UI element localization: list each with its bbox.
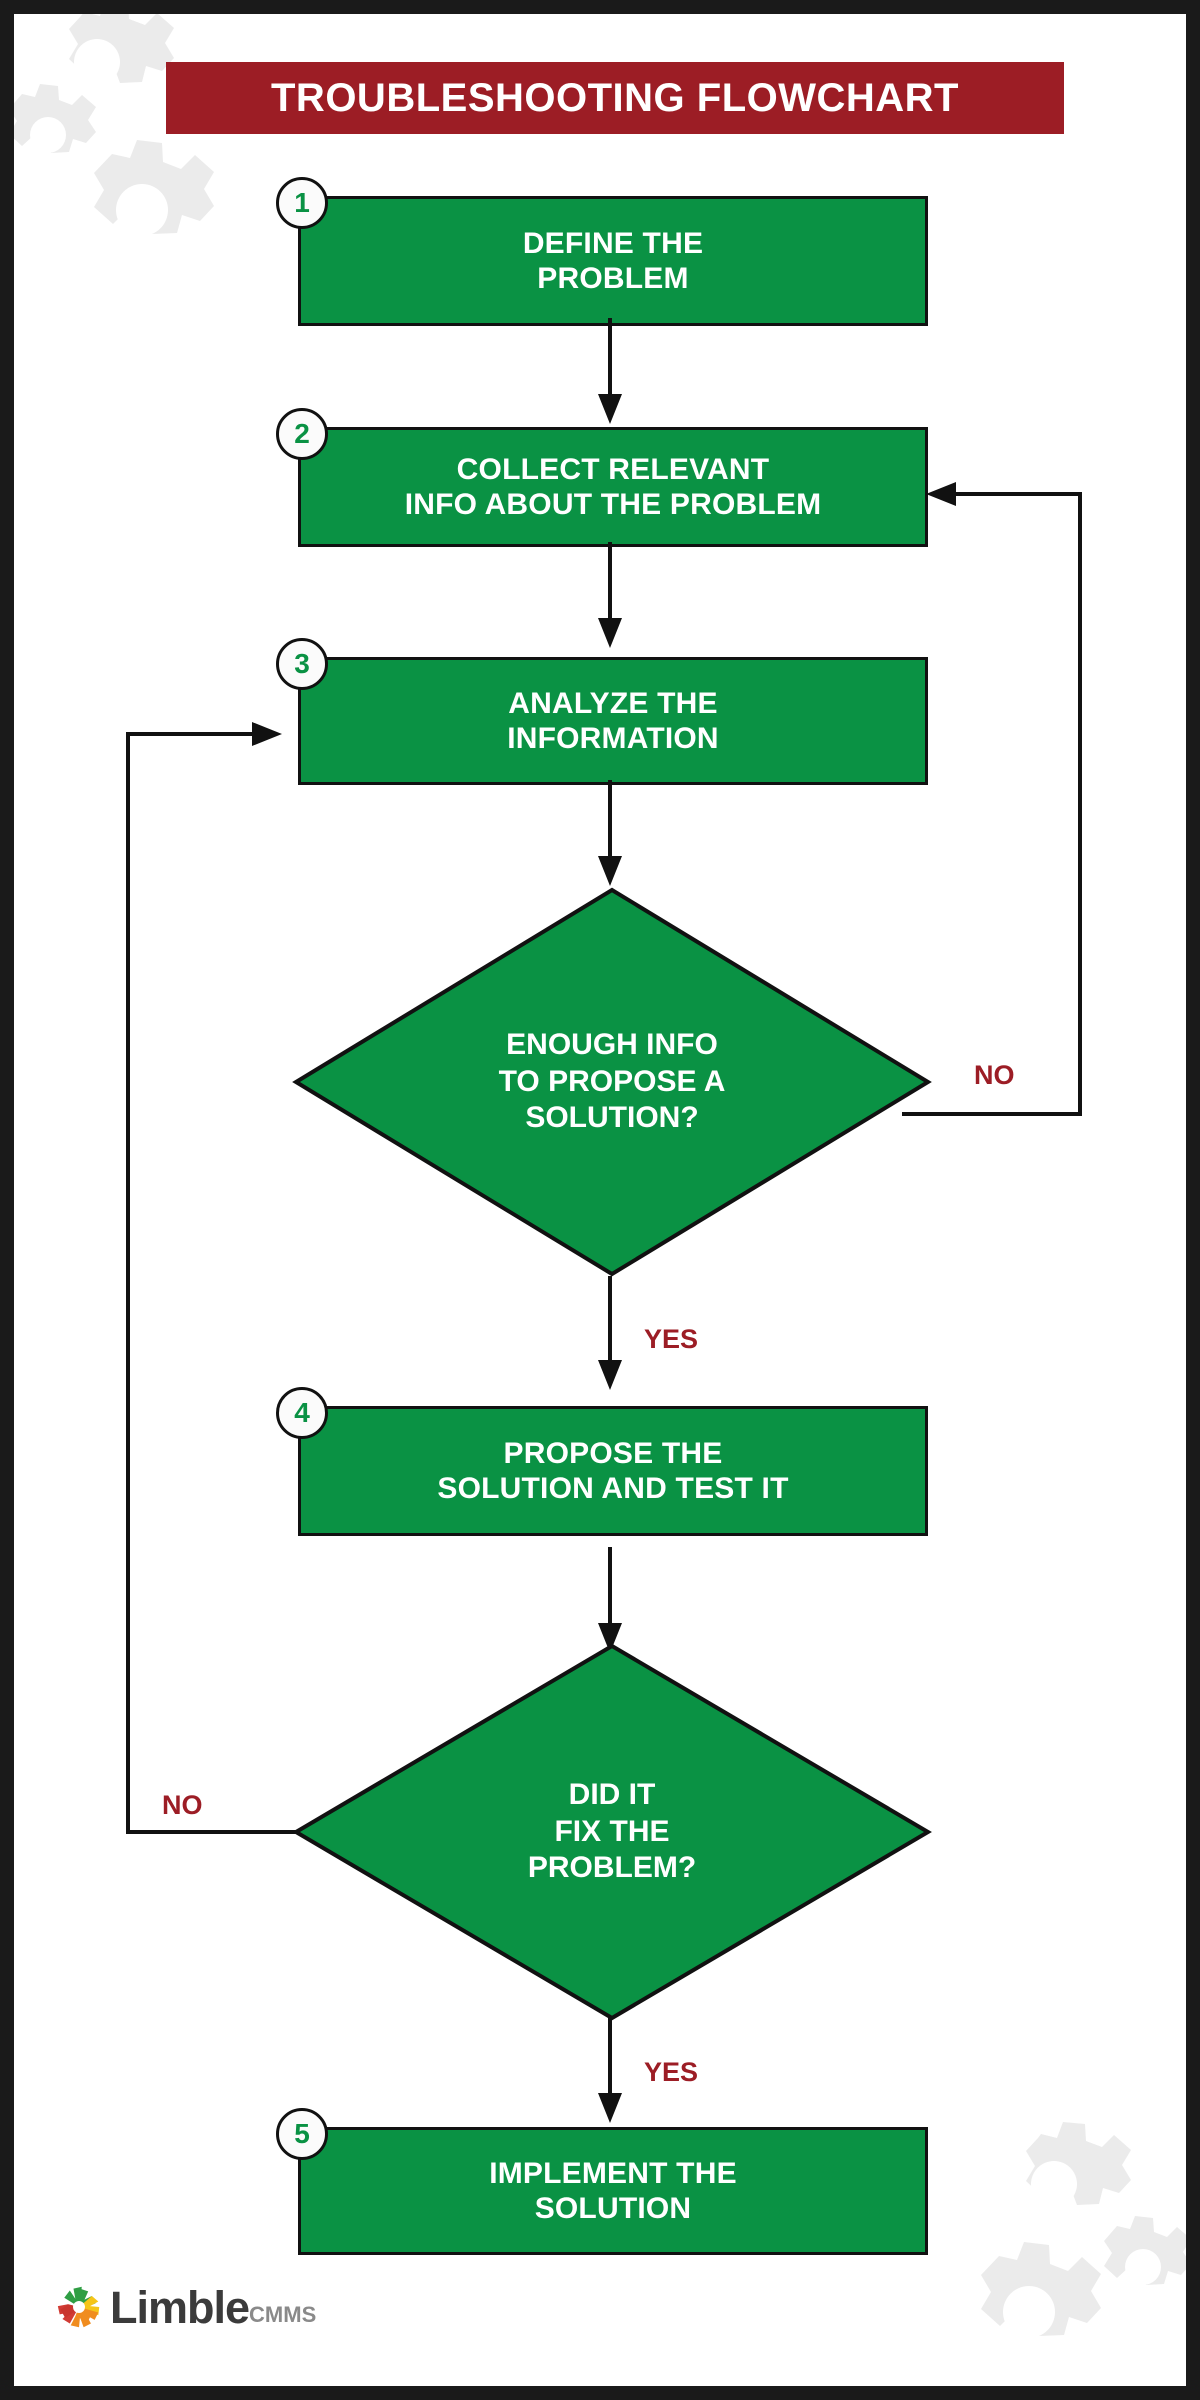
step-badge-2: 2: [276, 408, 328, 460]
limble-gear-icon: [57, 2286, 100, 2328]
process-node-implement-solution[interactable]: IMPLEMENT THE SOLUTION: [298, 2127, 928, 2255]
branch-label-yes-did-it-fix: YES: [644, 2057, 699, 2087]
node-line-1: IMPLEMENT THE: [489, 2156, 737, 2190]
connector-d1-to-n4: [598, 1276, 622, 1394]
logo-subtext: CMMS: [249, 2302, 317, 2327]
process-node-collect-info[interactable]: COLLECT RELEVANT INFO ABOUT THE PROBLEM: [298, 427, 928, 547]
step-badge-5: 5: [276, 2108, 328, 2160]
page-title: TROUBLESHOOTING FLOWCHART: [271, 75, 959, 120]
process-node-label: DEFINE THE PROBLEM: [515, 226, 711, 297]
step-badge-3: 3: [276, 638, 328, 690]
connector-d1-no-loop: [902, 474, 1102, 1134]
process-node-label: COLLECT RELEVANT INFO ABOUT THE PROBLEM: [397, 452, 830, 523]
step-number: 1: [294, 187, 310, 218]
node-line-1: COLLECT RELEVANT: [456, 452, 770, 486]
gear-watermark-top-left: [14, 14, 314, 304]
process-node-label: ANALYZE THE INFORMATION: [499, 686, 727, 757]
process-node-define-problem[interactable]: DEFINE THE PROBLEM: [298, 196, 928, 326]
decision-node-did-it-fix[interactable]: DID IT FIX THE PROBLEM?: [292, 1642, 932, 2022]
node-line-1: PROPOSE THE: [503, 1436, 723, 1470]
connector-d2-to-n5: [598, 2009, 622, 2127]
node-line-2: INFO ABOUT THE PROBLEM: [404, 488, 822, 521]
decision-node-enough-info[interactable]: ENOUGH INFO TO PROPOSE A SOLUTION?: [292, 886, 932, 1278]
branch-label-no-enough-info: NO: [974, 1060, 1015, 1090]
node-line-2: PROBLEM: [537, 262, 689, 295]
branch-label-no-did-it-fix: NO: [162, 1790, 203, 1820]
step-badge-4: 4: [276, 1387, 328, 1439]
process-node-label: IMPLEMENT THE SOLUTION: [481, 2156, 745, 2227]
connector-n3-to-d1: [598, 780, 622, 890]
step-number: 5: [294, 2118, 310, 2149]
process-node-propose-solution[interactable]: PROPOSE THE SOLUTION AND TEST IT: [298, 1406, 928, 1536]
connector-n4-to-d2: [598, 1547, 622, 1657]
step-number: 2: [294, 418, 310, 449]
connector-d2-no-loop: [114, 714, 314, 1844]
branch-label-yes-enough-info: YES: [644, 1324, 699, 1354]
process-node-analyze-information[interactable]: ANALYZE THE INFORMATION: [298, 657, 928, 785]
node-line-2: SOLUTION: [534, 2192, 692, 2225]
logo-wordmark: Limble: [110, 2282, 250, 2334]
gear-watermark-bottom-right: [921, 2116, 1186, 2376]
connector-n1-to-n2: [598, 318, 622, 428]
step-badge-1: 1: [276, 177, 328, 229]
node-line-2: INFORMATION: [507, 722, 719, 755]
process-node-label: PROPOSE THE SOLUTION AND TEST IT: [429, 1436, 796, 1507]
page-title-bar: TROUBLESHOOTING FLOWCHART: [166, 62, 1064, 134]
flowchart-canvas: TROUBLESHOOTING FLOWCHART: [14, 14, 1186, 2386]
connector-n2-to-n3: [598, 542, 622, 652]
step-number: 3: [294, 648, 310, 679]
step-number: 4: [294, 1397, 310, 1428]
node-line-1: DEFINE THE: [522, 226, 704, 260]
node-line-2: SOLUTION AND TEST IT: [437, 1472, 789, 1505]
node-line-1: ANALYZE THE: [508, 686, 718, 720]
brand-logo: Limble CMMS: [56, 2284, 316, 2330]
